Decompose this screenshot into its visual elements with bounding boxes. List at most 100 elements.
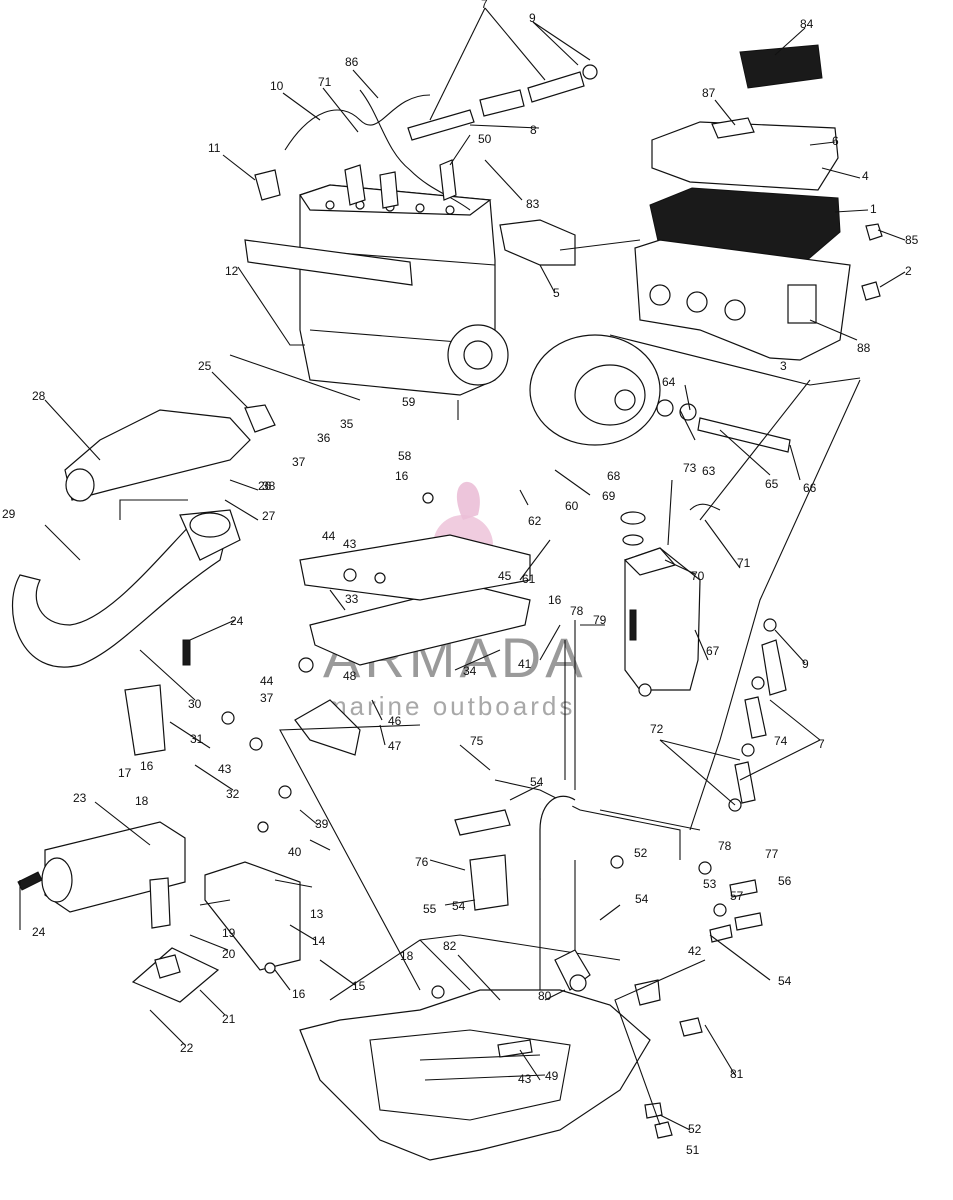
callout-18b: 18 — [400, 949, 414, 963]
callout-32: 32 — [226, 787, 240, 801]
callout-73: 73 — [683, 461, 697, 475]
callout-84: 84 — [800, 17, 814, 31]
callout-9b: 9 — [802, 657, 809, 671]
callout-54d: 54 — [778, 974, 792, 988]
callout-54c: 54 — [635, 892, 649, 906]
callout-15: 15 — [352, 979, 366, 993]
airbox-base-3 — [634, 239, 851, 361]
callout-7b: 7 — [818, 737, 825, 751]
callout-85: 85 — [905, 233, 919, 247]
engine-block — [244, 164, 509, 396]
spark-plug-50 — [439, 159, 457, 201]
callout-59: 59 — [402, 395, 416, 409]
expansion-chamber-29 — [12, 514, 231, 668]
callout-16d: 16 — [292, 987, 306, 1001]
callout-54b: 54 — [452, 899, 466, 913]
callout-51: 51 — [686, 1143, 700, 1157]
air-filter-assembly — [634, 44, 883, 361]
callout-64: 64 — [662, 375, 676, 389]
callout-8: 8 — [530, 123, 537, 137]
callout-14: 14 — [312, 934, 326, 948]
callout-68: 68 — [607, 469, 621, 483]
right-side-hardware — [698, 618, 787, 943]
flywheel-housing — [529, 334, 791, 453]
callout-82: 82 — [443, 939, 457, 953]
callout-11: 11 — [208, 141, 221, 155]
callout-37b: 37 — [260, 691, 274, 705]
callout-6: 6 — [832, 134, 839, 148]
callout-45: 45 — [498, 569, 512, 583]
oil-tank — [620, 479, 721, 697]
callout-67: 67 — [706, 644, 720, 658]
callout-16c: 16 — [140, 759, 154, 773]
callout-56: 56 — [778, 874, 792, 888]
callout-12: 12 — [225, 264, 239, 278]
callout-55: 55 — [423, 902, 437, 916]
callout-63: 63 — [702, 464, 716, 478]
callout-52: 52 — [634, 846, 648, 860]
callout-38: 38 — [262, 479, 276, 493]
callout-44b: 44 — [260, 674, 274, 688]
callout-26: 26 — [258, 479, 272, 493]
callout-71: 71 — [318, 75, 332, 89]
callout-36: 36 — [317, 431, 331, 445]
callout-9: 9 — [529, 11, 536, 25]
callout-60: 60 — [565, 499, 579, 513]
bracket-76 — [454, 809, 511, 836]
callout-16b: 16 — [548, 593, 562, 607]
callout-43c: 43 — [518, 1072, 532, 1086]
callout-66: 66 — [803, 481, 817, 495]
fitting-5 — [499, 219, 576, 266]
intake-manifold-12 — [244, 239, 413, 286]
filter-element-84 — [739, 44, 823, 89]
callout-42: 42 — [688, 944, 702, 958]
callout-43: 43 — [343, 537, 357, 551]
bolt-66 — [697, 417, 791, 453]
callout-43b: 43 — [218, 762, 232, 776]
callout-37: 37 — [292, 455, 306, 469]
callout-19: 19 — [222, 926, 236, 940]
callout-10: 10 — [270, 79, 284, 93]
callout-76: 76 — [415, 855, 429, 869]
callout-labels: 84 9 7 87 6 4 1 85 2 88 3 86 71 10 8 50 … — [2, 0, 919, 1157]
callout-40: 40 — [288, 845, 302, 859]
bracket-13 — [204, 861, 301, 971]
callout-77: 77 — [765, 847, 779, 861]
callout-4: 4 — [862, 169, 869, 183]
callout-74: 74 — [774, 734, 788, 748]
switch-11 — [254, 169, 281, 201]
callout-5: 5 — [553, 286, 560, 300]
callout-53: 53 — [703, 877, 717, 891]
callout-83: 83 — [526, 197, 540, 211]
callout-61: 61 — [522, 572, 536, 586]
mount-48 — [294, 699, 361, 756]
callout-71b: 71 — [737, 556, 751, 570]
callout-20: 20 — [222, 947, 236, 961]
leader-lines-lower — [19, 399, 821, 1131]
callout-3: 3 — [780, 359, 787, 373]
callout-23: 23 — [73, 791, 87, 805]
callout-30: 30 — [188, 697, 202, 711]
callout-58: 58 — [398, 449, 412, 463]
callout-78b: 78 — [718, 839, 732, 853]
callout-24b: 24 — [32, 925, 46, 939]
callout-13: 13 — [310, 907, 324, 921]
callout-49: 49 — [545, 1069, 559, 1083]
callout-21: 21 — [222, 1012, 236, 1026]
callout-57: 57 — [730, 889, 744, 903]
callout-69: 69 — [602, 489, 616, 503]
chassis-frame — [264, 379, 861, 1161]
callout-33: 33 — [345, 592, 359, 606]
callout-48: 48 — [343, 669, 357, 683]
callout-44: 44 — [322, 529, 336, 543]
leader-lines — [211, 7, 906, 481]
gasket-25 — [244, 404, 276, 433]
callout-62: 62 — [528, 514, 542, 528]
callout-24: 24 — [230, 614, 244, 628]
callout-22: 22 — [180, 1041, 194, 1055]
callout-75: 75 — [470, 734, 484, 748]
bracket-31 — [124, 684, 166, 756]
callout-78: 78 — [570, 604, 584, 618]
